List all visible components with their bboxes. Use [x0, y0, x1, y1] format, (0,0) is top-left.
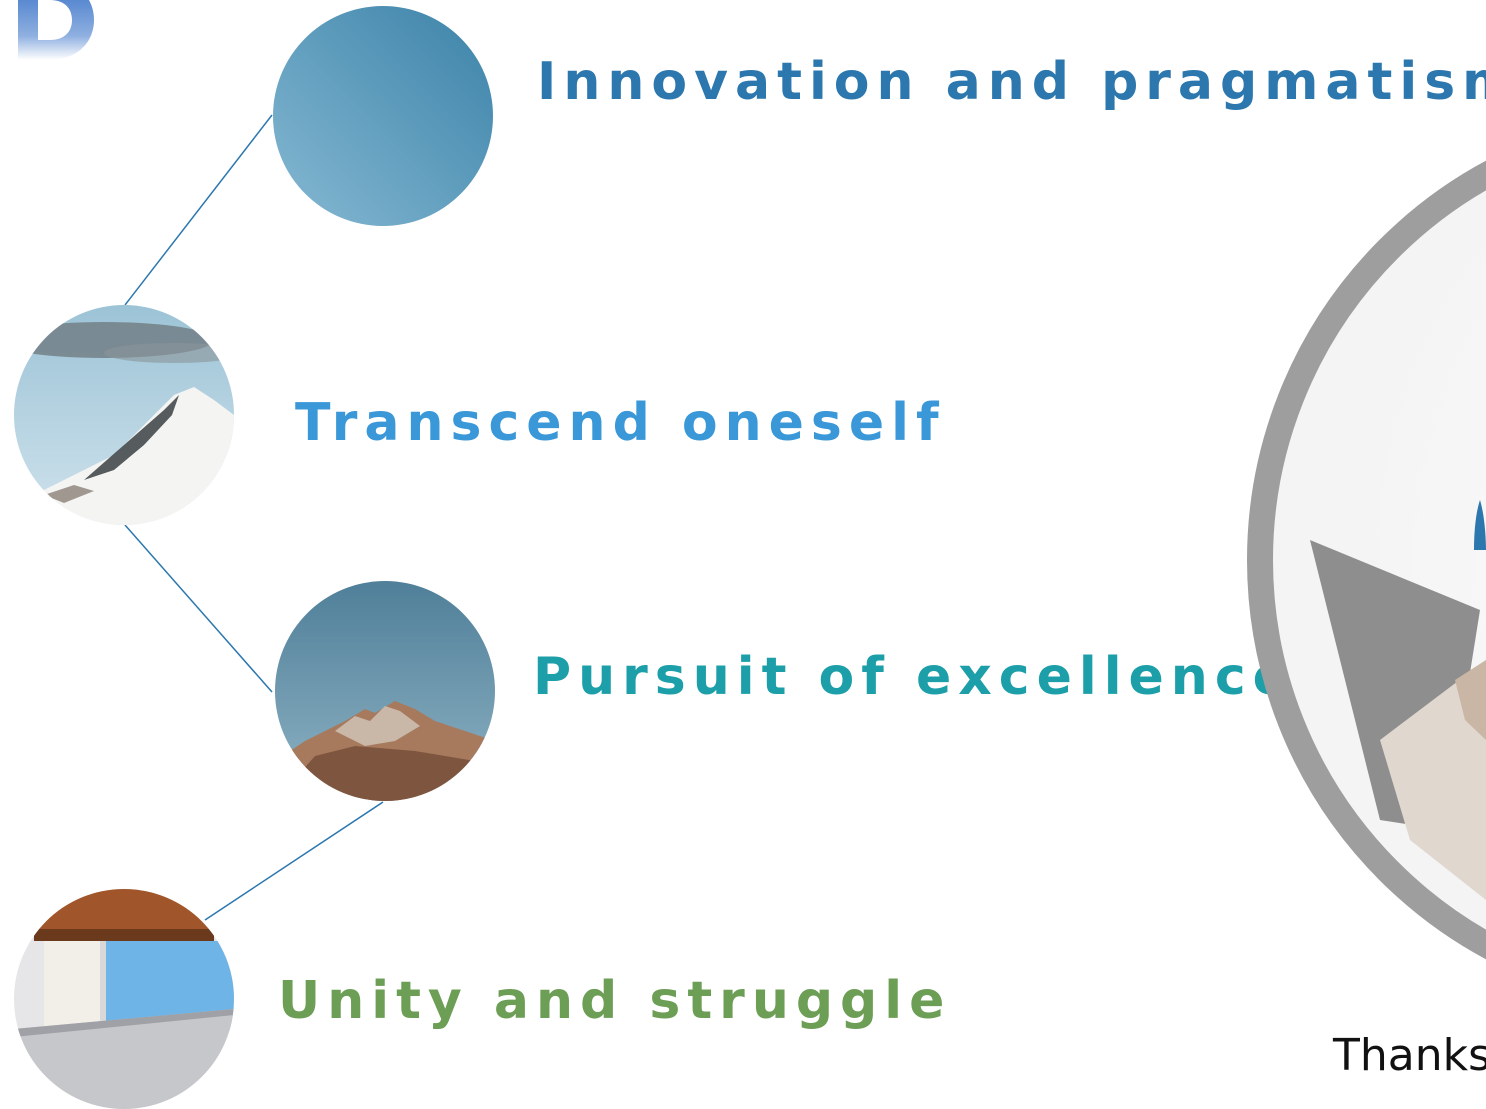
logo-icon — [18, 0, 94, 60]
snow-mountain-image — [14, 305, 234, 525]
connector-line — [124, 524, 273, 693]
rock-mountain-image — [275, 581, 495, 801]
handshake-ring-image — [1247, 160, 1486, 960]
window-image — [14, 889, 234, 1109]
connector-line — [204, 801, 384, 921]
value-label-excellence: Pursuit of excellence — [533, 647, 1295, 707]
value-label-innovation: Innovation and pragmatism — [537, 52, 1486, 112]
value-label-transcend: Transcend oneself — [295, 393, 946, 453]
connector-line — [124, 114, 273, 306]
value-label-unity: Unity and struggle — [278, 971, 952, 1031]
blue-gradient-circle-image — [273, 6, 493, 226]
thanks-text: Thanks — [1333, 1030, 1486, 1081]
